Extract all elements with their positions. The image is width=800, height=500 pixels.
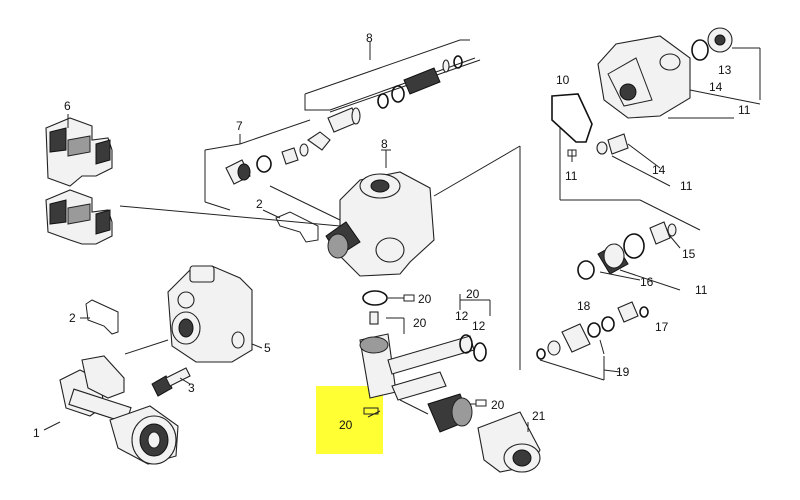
callout-1: 1 (33, 426, 40, 440)
callout-11-plug: 11 (680, 179, 693, 193)
callout-8-mid: 8 (381, 137, 388, 151)
part-11-pump-cover (559, 27, 761, 231)
callout-19: 19 (616, 365, 630, 379)
part-14-plug-set (596, 133, 671, 187)
callout-20-top: 20 (466, 287, 480, 301)
callout-2-lower: 2 (69, 311, 76, 325)
part-21-outlet-coupling (399, 393, 541, 473)
part-2-clip-upper (262, 209, 319, 243)
part-6-bracket (45, 114, 113, 245)
callout-2-upper: 2 (256, 197, 263, 211)
callout-12-right: 12 (472, 319, 486, 333)
callout-11-mid: 11 (695, 283, 708, 297)
callout-15: 15 (682, 247, 696, 261)
part-15-valve (649, 221, 681, 249)
callout-3: 3 (188, 381, 195, 395)
part-17-18-19-valve-set (536, 301, 649, 381)
part-3-screw (151, 367, 191, 397)
callout-20-oring: 20 (418, 292, 432, 306)
part-8-pump-head (119, 145, 521, 370)
callout-5: 5 (264, 341, 271, 355)
callout-20-outlet: 20 (491, 398, 505, 412)
part-16-valve (577, 233, 681, 291)
part-8-valve-assembly (304, 39, 481, 133)
part-20-valve-insert (359, 290, 491, 418)
callout-labels: 1 2 2 3 5 6 7 8 8 10 11 11 11 11 11 12 1… (33, 31, 751, 440)
callout-20-highlighted: 20 (339, 418, 353, 432)
callout-11-gasket: 11 (565, 169, 578, 183)
callout-13: 13 (718, 63, 732, 77)
callout-18: 18 (577, 299, 591, 313)
part-10-gasket (551, 93, 593, 162)
callout-10: 10 (556, 73, 570, 87)
part-7-fitting (204, 119, 331, 211)
callout-6: 6 (64, 99, 71, 113)
callout-14-top: 14 (709, 80, 723, 94)
callout-21: 21 (532, 409, 546, 423)
callout-14-mid: 14 (652, 163, 666, 177)
part-1-gun-connector (43, 355, 179, 465)
callout-7: 7 (236, 119, 243, 133)
callout-8-top: 8 (366, 31, 373, 45)
callout-20-insert: 20 (413, 316, 427, 330)
callout-11-top: 11 (738, 103, 751, 117)
callout-12-left: 12 (455, 309, 469, 323)
callout-17: 17 (655, 320, 669, 334)
part-5-housing (124, 265, 263, 363)
callout-16: 16 (640, 275, 654, 289)
part-2-clip-lower (80, 299, 119, 335)
